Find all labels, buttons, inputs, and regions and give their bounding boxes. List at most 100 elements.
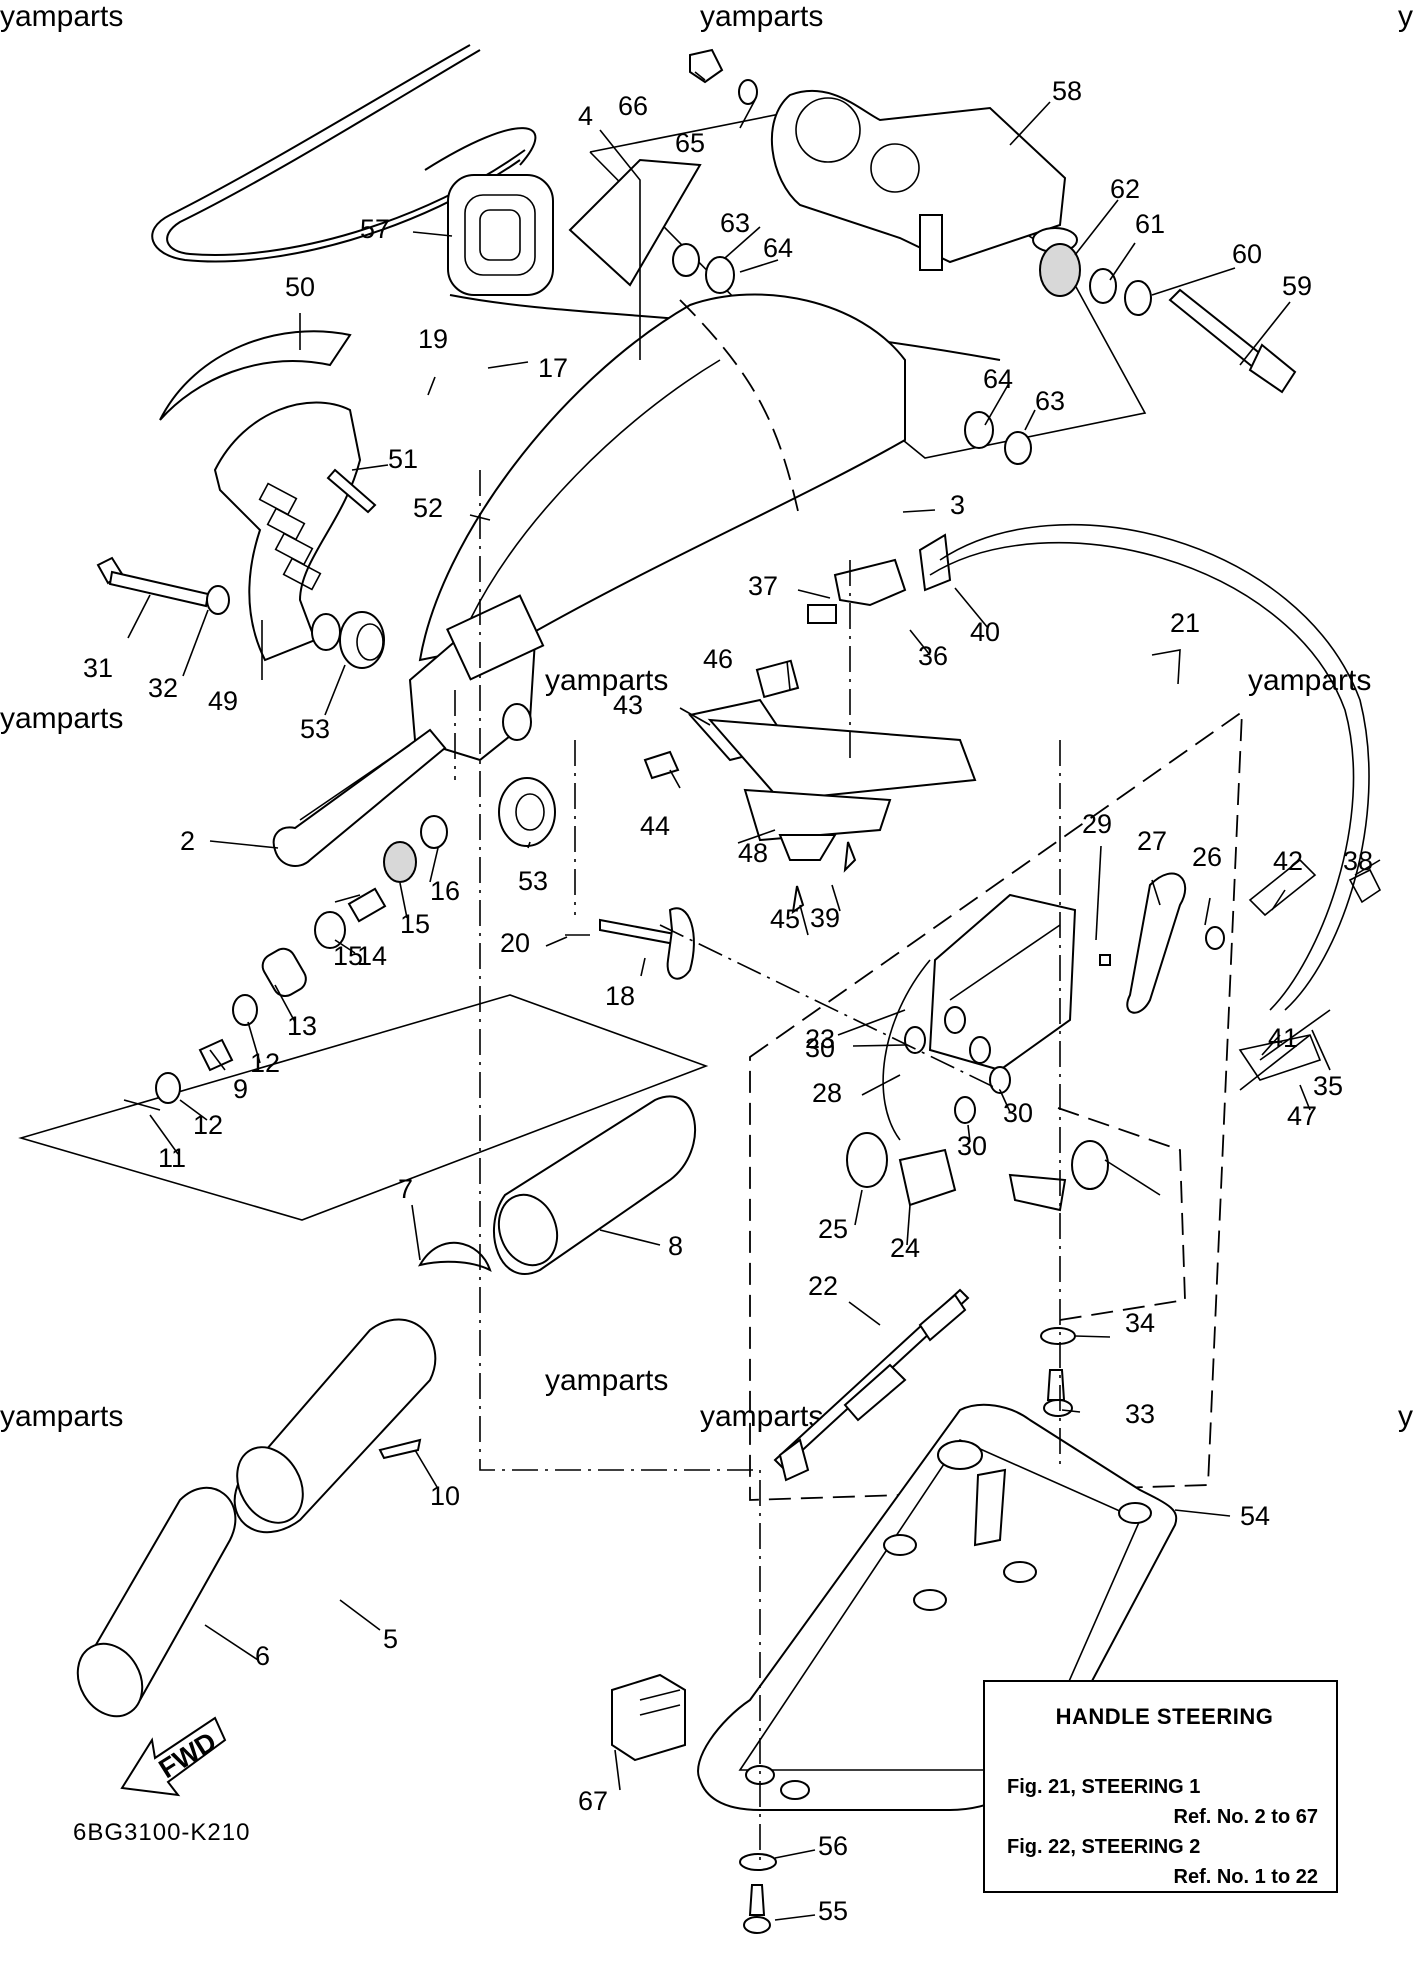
callout-label: 58: [1052, 76, 1082, 106]
watermark: yamparts: [0, 1400, 123, 1433]
applicability-note: HANDLE STEERING Fig. 21, STEERING 1 Ref.…: [983, 1680, 1338, 1893]
callout-label: 65: [675, 128, 705, 158]
throttle-shaft-assembly: [123, 728, 448, 1111]
steering-bracket: [770, 89, 1078, 271]
callout-label: 22: [808, 1271, 838, 1301]
callout-label: 19: [418, 324, 448, 354]
handle-fasteners: [96, 468, 377, 615]
callout-label: 35: [1313, 1071, 1343, 1101]
control-cable-loops: [929, 523, 1382, 1081]
callout-label: 49: [208, 686, 238, 716]
callout-label: 44: [640, 811, 670, 841]
callout-label: 45: [770, 904, 800, 934]
callout-label: 40: [970, 617, 1000, 647]
callout-label: 61: [1135, 209, 1165, 239]
callout-label: 23: [805, 1024, 835, 1054]
callout-label: 15: [333, 941, 363, 971]
watermark: yamparts: [0, 702, 123, 735]
callout-labels: 1 2 3 4 5 6 7 8 9 10 11 12 12 13 14 15 1…: [83, 76, 1373, 1926]
watermark: yamparts: [1248, 664, 1371, 697]
callout-label: 59: [1282, 271, 1312, 301]
callout-label: 18: [605, 981, 635, 1011]
callout-label: 15: [400, 909, 430, 939]
tiller-handle-grip: [159, 330, 362, 662]
callout-label: 62: [1110, 174, 1140, 204]
callout-label: 39: [810, 903, 840, 933]
note-line: Fig. 22, STEERING 2: [1007, 1836, 1201, 1858]
callout-label: 3: [950, 490, 965, 520]
callout-label: 12: [193, 1110, 223, 1140]
watermark: yamparts: [545, 1364, 668, 1397]
callout-label: 30: [805, 1033, 835, 1063]
callout-label: 7: [398, 1174, 413, 1204]
callout-label: 60: [1232, 239, 1262, 269]
callout-label: 30: [1003, 1098, 1033, 1128]
note-title: HANDLE STEERING: [1055, 1704, 1274, 1729]
callout-label: 17: [538, 353, 568, 383]
watermark: y: [1398, 1400, 1413, 1433]
callout-label: 64: [983, 364, 1013, 394]
watermark: yamparts: [545, 664, 668, 697]
callout-label: 38: [1343, 846, 1373, 876]
watermark: y: [1398, 0, 1413, 33]
callout-label: 33: [1125, 1399, 1155, 1429]
watermark-layer: yamparts yamparts y yamparts yamparts ya…: [0, 0, 1413, 1433]
callout-label: 63: [1035, 386, 1065, 416]
callout-label: 20: [500, 928, 530, 958]
steering-cable-assembly: [846, 858, 1331, 1212]
callout-label: 25: [818, 1214, 848, 1244]
callout-label: 6: [255, 1641, 270, 1671]
callout-label: 52: [413, 493, 443, 523]
callout-label: 10: [430, 1481, 460, 1511]
diagram-code: 6BG3100-K210: [73, 1819, 250, 1846]
note-line: Fig. 21, STEERING 1: [1007, 1776, 1201, 1798]
cable-grommet: [447, 174, 554, 296]
callout-label: 34: [1125, 1308, 1155, 1338]
callout-label: 21: [1170, 608, 1200, 638]
handle-grips: [76, 1095, 697, 1718]
callout-label: 55: [818, 1896, 848, 1926]
note-line: Ref. No. 1 to 22: [1173, 1866, 1318, 1888]
connector-and-screws: [611, 1673, 777, 1934]
callout-label: 51: [388, 444, 418, 474]
callout-label: 14: [357, 941, 387, 971]
callout-label: 43: [613, 690, 643, 720]
callout-label: 64: [763, 233, 793, 263]
callout-label: 48: [738, 838, 768, 868]
callout-label: 26: [1192, 842, 1222, 872]
callout-label: 16: [430, 876, 460, 906]
callout-label: 27: [1137, 826, 1167, 856]
callout-label: 42: [1273, 846, 1303, 876]
callout-label: 47: [1287, 1101, 1317, 1131]
cover-bolt: [1040, 1327, 1076, 1417]
note-line: Ref. No. 2 to 67: [1173, 1806, 1318, 1828]
pivot-hardware: [672, 48, 1297, 465]
watermark: yamparts: [700, 1400, 823, 1433]
callout-label: 67: [578, 1786, 608, 1816]
friction-knob: [565, 907, 695, 980]
callout-label: 66: [618, 91, 648, 121]
callout-label: 53: [300, 714, 330, 744]
callout-label: 31: [83, 653, 113, 683]
callout-label: 53: [518, 866, 548, 896]
callout-label: 37: [748, 571, 778, 601]
throttle-linkage: [643, 533, 977, 915]
callout-label: 8: [668, 1231, 683, 1261]
callout-label: 36: [918, 641, 948, 671]
callout-label: 4: [578, 101, 593, 131]
callout-label: 50: [285, 272, 315, 302]
callout-label: 41: [1268, 1023, 1298, 1053]
callout-label: 2: [180, 826, 195, 856]
forward-direction-arrow: FWD: [120, 1716, 227, 1797]
callout-label: 63: [720, 208, 750, 238]
callout-label: 32: [148, 673, 178, 703]
callout-label: 30: [957, 1131, 987, 1161]
callout-label: 12: [250, 1048, 280, 1078]
callout-label: 29: [1082, 809, 1112, 839]
bushings: [339, 611, 556, 847]
callout-label: 13: [287, 1011, 317, 1041]
callout-label: 57: [360, 214, 390, 244]
watermark: yamparts: [700, 0, 823, 33]
callout-label: 5: [383, 1624, 398, 1654]
